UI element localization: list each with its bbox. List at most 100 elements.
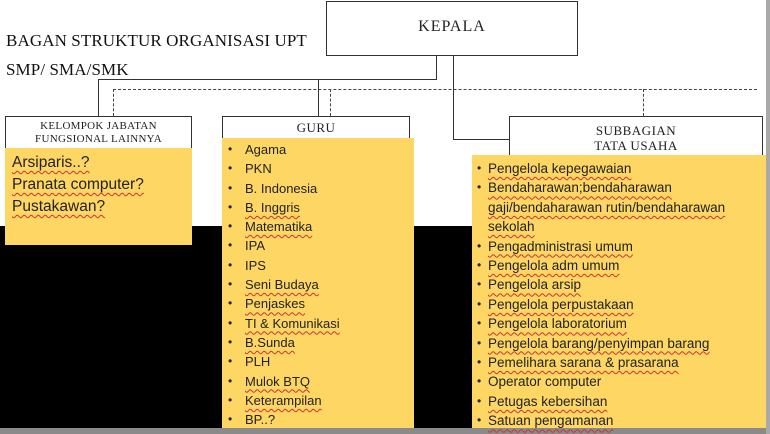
connector-horizontal-left bbox=[98, 79, 437, 81]
bullet-icon: • bbox=[477, 180, 482, 195]
list-item: • BP..? bbox=[228, 410, 414, 429]
dashed-coordination-line bbox=[113, 89, 757, 90]
list-item: • Pengelola perpustakaan bbox=[477, 295, 766, 314]
kelompok-list-box: Arsiparis..? Pranata computer? Pustakawa… bbox=[5, 148, 192, 245]
list-item: • Pengelola laboratorium bbox=[477, 314, 766, 333]
bullet-icon: • bbox=[228, 199, 233, 214]
guru-item: Keterampilan bbox=[245, 392, 322, 408]
list-item: • Penjaskes bbox=[228, 294, 414, 313]
list-item: • B. Indonesia bbox=[228, 179, 414, 198]
bullet-icon: • bbox=[228, 412, 233, 427]
guru-item: Penjaskes bbox=[245, 296, 305, 312]
bullet-icon: • bbox=[477, 413, 482, 428]
list-item: Pranata computer? bbox=[12, 174, 192, 196]
connector-kepala-down-left bbox=[436, 56, 438, 80]
guru-item: B. Indonesia bbox=[245, 180, 318, 196]
kelompok-header-line1: KELOMPOK JABATAN bbox=[40, 120, 157, 132]
bullet-icon: • bbox=[477, 277, 482, 292]
bullet-icon: • bbox=[228, 238, 233, 253]
subbagian-item: Pengelola perpustakaan bbox=[488, 296, 634, 312]
bullet-icon: • bbox=[228, 392, 233, 407]
list-item: • Pengelola arsip bbox=[477, 275, 766, 294]
subbagian-header-box: SUBBAGIAN TATA USAHA bbox=[509, 116, 763, 158]
bullet-icon: • bbox=[477, 374, 482, 389]
connector-to-kelompok bbox=[98, 79, 100, 116]
bullet-icon: • bbox=[228, 296, 233, 311]
list-item: • Seni Budaya bbox=[228, 275, 414, 294]
bullet-icon: • bbox=[477, 258, 482, 273]
right-border-strip bbox=[766, 0, 770, 434]
bullet-icon: • bbox=[228, 142, 233, 156]
guru-header: GURU bbox=[296, 120, 336, 135]
subbagian-item: Satuan pengamanan bbox=[488, 413, 614, 429]
bullet-icon: • bbox=[228, 219, 233, 234]
guru-header-box: GURU bbox=[222, 116, 410, 140]
list-item: •Pemelihara sarana & prasarana bbox=[477, 353, 766, 372]
bullet-icon: • bbox=[228, 161, 233, 176]
bullet-icon: • bbox=[477, 316, 482, 331]
guru-item: PKN bbox=[245, 161, 272, 177]
chart-title-line1: BAGAN STRUKTUR ORGANISASI UPT bbox=[6, 31, 307, 50]
subbagian-item: Pengadministrasi umum bbox=[488, 238, 633, 254]
dashed-to-kelompok bbox=[113, 89, 114, 116]
subbagian-list: •Pengelola kepegawaian • Bendaharawan;ben… bbox=[477, 159, 766, 431]
subbagian-item: Pengelola arsip bbox=[488, 277, 582, 293]
guru-item: PLH bbox=[245, 354, 271, 370]
subbagian-item: Pengelola laboratorium bbox=[488, 316, 627, 332]
guru-item: B.Sunda bbox=[245, 334, 295, 350]
list-item: • IPA bbox=[228, 236, 414, 255]
list-item: • Operator computer bbox=[477, 372, 766, 391]
subbagian-item: Pengelola adm umum bbox=[488, 258, 620, 274]
guru-item: IPA bbox=[245, 238, 265, 254]
list-item: • Keterampilan bbox=[228, 391, 414, 410]
list-item: •Pengelola barang/penyimpan barang bbox=[477, 334, 766, 353]
bullet-icon: • bbox=[228, 257, 233, 272]
bullet-icon: • bbox=[228, 334, 233, 349]
bottom-border-strip bbox=[0, 428, 770, 434]
guru-list-box: • Agama • PKN • B. Indonesia •B. Inggris •M… bbox=[222, 138, 414, 428]
subbagian-header-line1: SUBBAGIAN bbox=[595, 123, 677, 138]
guru-item: TI & Komunikasi bbox=[245, 315, 340, 331]
kelompok-list: Arsiparis..? Pranata computer? Pustakawa… bbox=[12, 152, 192, 218]
subbagian-header-line2: TATA USAHA bbox=[594, 138, 678, 153]
bullet-icon: • bbox=[477, 393, 482, 408]
subbagian-item: Pengelola barang/penyimpan barang bbox=[488, 335, 710, 351]
bullet-icon: • bbox=[228, 180, 233, 195]
list-item: •Matematika bbox=[228, 217, 414, 236]
kelompok-item-pranata: Pranata computer? bbox=[12, 176, 144, 193]
bullet-icon: • bbox=[477, 296, 482, 311]
list-item: Arsiparis..? bbox=[12, 152, 192, 174]
kepala-box: KEPALA bbox=[326, 1, 578, 56]
bullet-icon: • bbox=[228, 354, 233, 369]
bullet-icon: • bbox=[228, 277, 233, 292]
list-item: • PLH bbox=[228, 352, 414, 371]
connector-to-guru bbox=[318, 79, 320, 116]
kelompok-item-arsiparis: Arsiparis..? bbox=[12, 154, 90, 171]
connector-horizontal-right bbox=[453, 139, 509, 141]
list-item: •Pengelola kepegawaian bbox=[477, 159, 766, 178]
guru-item: BP..? bbox=[245, 412, 276, 428]
subbagian-item: Operator computer bbox=[488, 374, 602, 390]
guru-item: Seni Budaya bbox=[245, 277, 319, 293]
bullet-icon: • bbox=[228, 373, 233, 388]
guru-list: • Agama • PKN • B. Indonesia •B. Inggris •M… bbox=[228, 140, 414, 429]
subbagian-list-box: •Pengelola kepegawaian • Bendaharawan;ben… bbox=[472, 155, 766, 428]
list-item: • Bendaharawan;bendaharawan gaji/bendahar… bbox=[477, 178, 759, 236]
list-item: • Petugas kebersihan bbox=[477, 392, 766, 411]
subbagian-item: Bendaharawan;bendaharawan gaji/bendahara… bbox=[488, 180, 726, 235]
list-item: • PKN bbox=[228, 159, 414, 178]
subbagian-item: Petugas kebersihan bbox=[488, 393, 608, 409]
kelompok-header-box: KELOMPOK JABATAN FUNGSIONAL LAINNYA bbox=[5, 116, 192, 150]
list-item: • Agama bbox=[228, 140, 414, 159]
kepala-label: KEPALA bbox=[418, 18, 486, 35]
bullet-icon: • bbox=[477, 161, 482, 175]
list-item: •TI & Komunikasi bbox=[228, 314, 414, 333]
list-item: •B. Inggris bbox=[228, 198, 414, 217]
guru-item: IPS bbox=[245, 257, 266, 273]
guru-item: Agama bbox=[245, 142, 287, 157]
kelompok-header-line2: FUNGSIONAL LAINNYA bbox=[35, 133, 162, 145]
bullet-icon: • bbox=[477, 355, 482, 370]
list-item: Pustakawan? bbox=[12, 196, 192, 218]
bullet-icon: • bbox=[477, 238, 482, 253]
dashed-to-subbagian bbox=[643, 89, 644, 116]
